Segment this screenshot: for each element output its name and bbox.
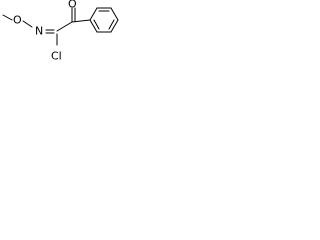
bond-methyl-o xyxy=(2,14,13,21)
phenyl-inner-bond-2 xyxy=(108,19,115,30)
bond-c-phenyl xyxy=(71,19,91,23)
phenyl-ring xyxy=(89,7,119,33)
phenyl-hexagon xyxy=(89,7,119,33)
atom-n-oxime: N xyxy=(35,25,43,38)
bond-c-c xyxy=(56,21,73,32)
bonds xyxy=(2,7,91,46)
phenyl-inner-bond-3 xyxy=(93,19,100,30)
molecule-structure: O N O Cl xyxy=(2,0,119,63)
atom-o-carbonyl: O xyxy=(68,0,77,11)
atom-o-methoxy: O xyxy=(13,14,22,27)
atom-labels: O N O Cl xyxy=(13,0,77,63)
atom-cl: Cl xyxy=(51,50,62,63)
bond-o-n xyxy=(22,20,33,28)
